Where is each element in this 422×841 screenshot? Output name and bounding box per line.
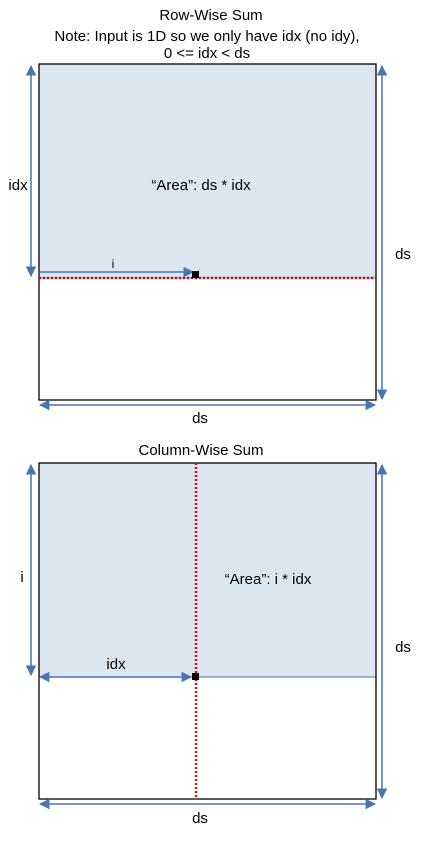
row-wise-shaded-area: [38, 63, 377, 279]
row-wise-area-label: “Area”: ds * idx: [151, 177, 251, 194]
row-wise-element-marker: [192, 271, 199, 278]
row-wise-right-ds-label: ds: [395, 246, 411, 263]
column-wise-right-ds-label: ds: [395, 639, 411, 656]
column-wise-idx-label: idx: [106, 656, 126, 673]
column-wise-area-label: “Area”: i * idx: [225, 571, 312, 588]
row-wise-note-line1: Note: Input is 1D so we only have idx (n…: [54, 28, 359, 45]
row-wise-note-line2: 0 <= idx < ds: [164, 45, 250, 62]
column-wise-title: Column-Wise Sum: [138, 442, 263, 459]
row-wise-i-label: i: [112, 257, 115, 271]
column-wise-element-marker: [192, 673, 199, 680]
row-wise-idx-label: idx: [8, 177, 28, 194]
column-wise-shaded-area: [38, 462, 377, 678]
row-wise-bottom-ds-label: ds: [192, 410, 208, 427]
column-wise-bottom-ds-label: ds: [192, 810, 208, 827]
row-wise-title: Row-Wise Sum: [159, 7, 262, 24]
column-wise-i-label: i: [20, 569, 23, 586]
row-wise-panel: Row-Wise Sum Note: Input is 1D so we onl…: [8, 7, 411, 427]
column-wise-panel: Column-Wise Sum i ds ds idx “Area”: i * …: [20, 442, 411, 827]
